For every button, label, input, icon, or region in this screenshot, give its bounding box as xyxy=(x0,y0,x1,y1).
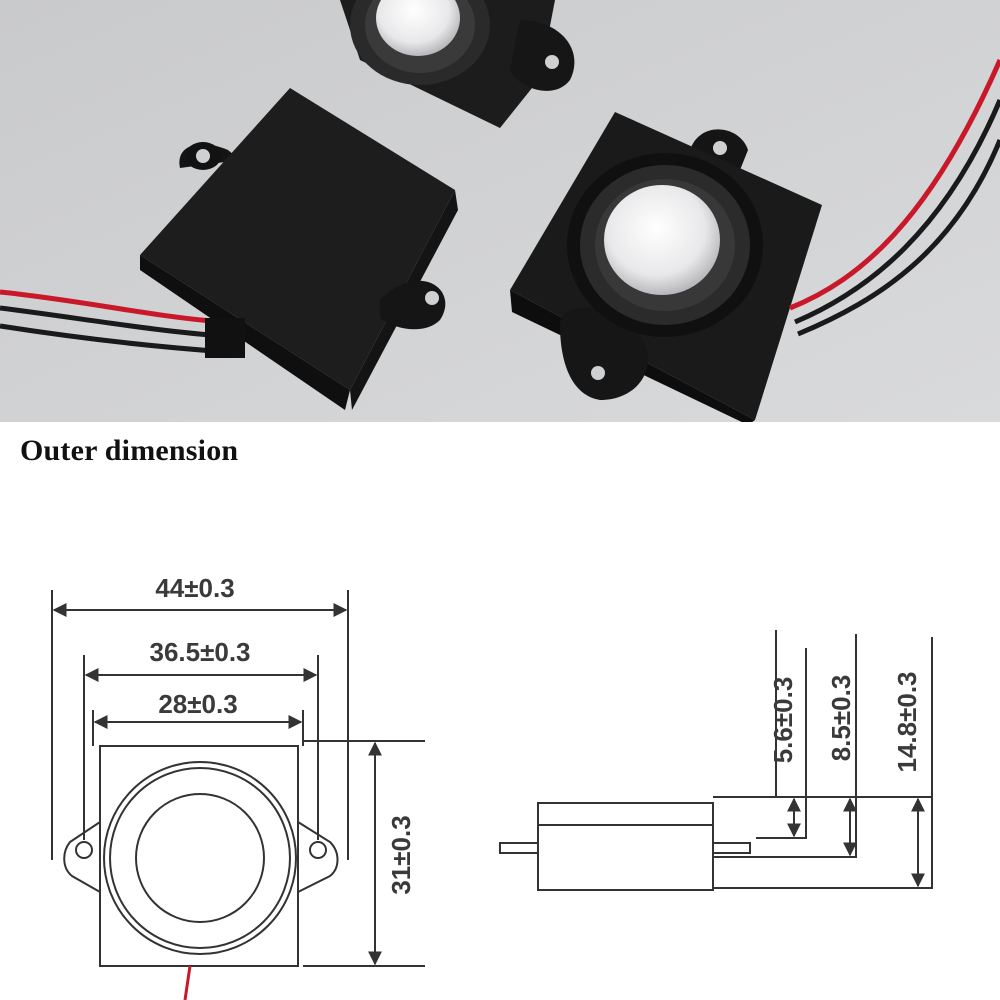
side-view xyxy=(499,630,933,891)
product-photo xyxy=(0,0,1000,422)
right-mount-hole xyxy=(309,841,327,859)
right-speaker-wires xyxy=(789,58,1000,337)
body-width-label: 28±0.3 xyxy=(158,689,237,719)
page-title: Outer dimension xyxy=(20,434,239,467)
overall-width-label: 44±0.3 xyxy=(155,573,234,603)
outer-ring xyxy=(103,761,297,955)
left-speaker-back xyxy=(140,88,458,410)
side-left-tab xyxy=(499,842,539,854)
right-mount-ear xyxy=(297,821,339,893)
body-height-label: 31±0.3 xyxy=(386,815,416,894)
side-body-outline xyxy=(537,802,714,891)
mount-hole-spacing-label: 36.5±0.3 xyxy=(149,637,250,667)
left-mount-ear xyxy=(63,821,101,893)
side-right-tab xyxy=(712,842,751,854)
top-speaker xyxy=(340,0,575,128)
right-speaker-front xyxy=(510,112,822,422)
depth-total-label: 14.8±0.3 xyxy=(892,671,922,772)
diaphragm-ring xyxy=(135,793,265,923)
left-mount-hole xyxy=(75,841,93,859)
wire-lead xyxy=(183,965,192,1000)
depth-front-label: 5.6±0.3 xyxy=(768,677,798,764)
depth-mid-label: 8.5±0.3 xyxy=(826,675,856,762)
front-view xyxy=(51,590,425,967)
front-body-outline xyxy=(99,745,299,967)
